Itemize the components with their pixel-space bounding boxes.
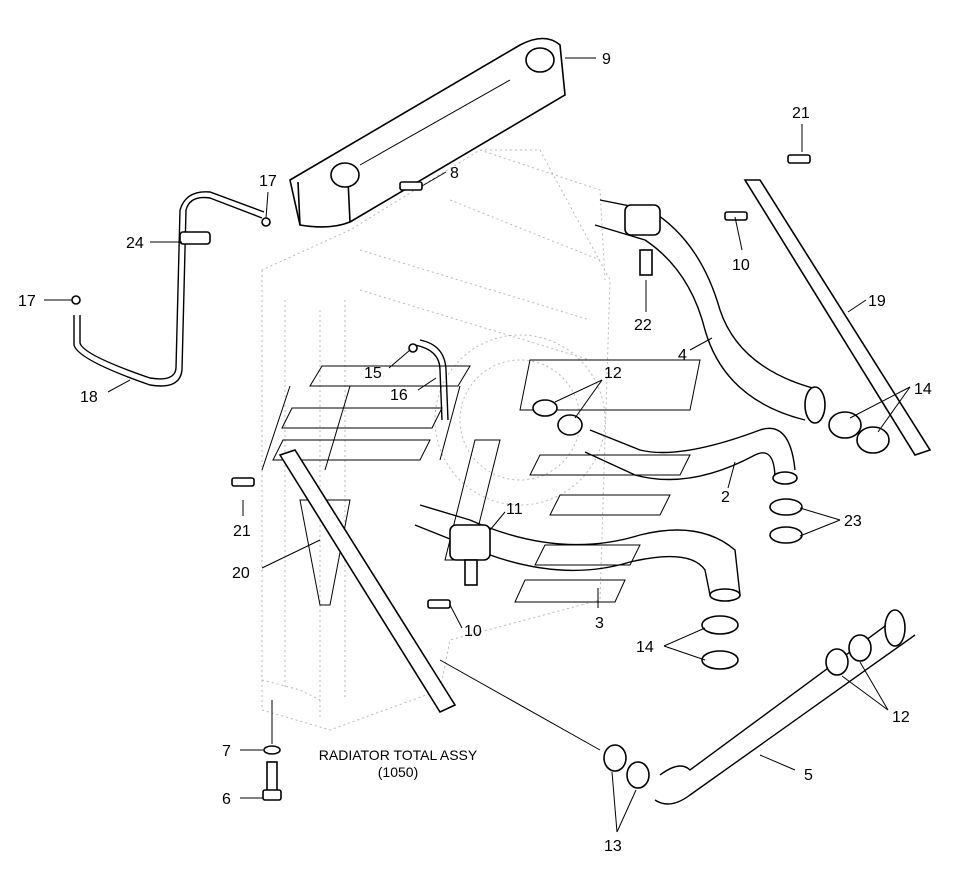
- callout-19: 19: [868, 293, 886, 310]
- callout-8: 8: [450, 165, 459, 182]
- bottom-hose: [654, 609, 916, 805]
- small-pipe: [73, 191, 265, 387]
- top-cover-bracket: [289, 37, 566, 228]
- caption-code: (1050): [378, 764, 418, 780]
- callout-12: 12: [892, 709, 910, 726]
- small-pipe-16: [408, 339, 449, 421]
- callout-6: 6: [222, 791, 231, 808]
- callout-9: 9: [602, 51, 611, 68]
- callout-7: 7: [222, 743, 231, 760]
- callout-11: 11: [506, 501, 523, 518]
- callout-15: 15: [364, 365, 382, 382]
- callout-17: 17: [18, 293, 36, 310]
- callout-5: 5: [804, 767, 813, 784]
- callout-22: 22: [634, 317, 652, 334]
- callout-21: 21: [792, 105, 810, 122]
- callout-4: 4: [678, 347, 687, 364]
- callout-21: 21: [233, 523, 251, 540]
- leader-lines: [44, 57, 911, 833]
- callout-13: 13: [604, 838, 622, 855]
- callout-23: 23: [844, 513, 862, 530]
- callout-20: 20: [232, 565, 250, 582]
- upper-hose: [594, 199, 826, 424]
- callout-24: 24: [126, 235, 144, 252]
- fasteners: [71, 154, 811, 801]
- stays: [278, 179, 932, 714]
- callout-16: 16: [390, 387, 408, 404]
- callout-10: 10: [732, 257, 750, 274]
- callout-12: 12: [604, 365, 622, 382]
- callout-18: 18: [80, 389, 98, 406]
- middle-hose: [584, 427, 798, 485]
- callout-10: 10: [464, 623, 482, 640]
- callout-labels: 9 21 8 17 10 24 17 19 22 4 12 15 16 18 1…: [18, 51, 932, 855]
- hose-clamps: [532, 399, 890, 789]
- callout-17: 17: [259, 173, 277, 190]
- callout-14: 14: [914, 381, 932, 398]
- assembly-caption: RADIATOR TOTAL ASSY (1050): [319, 747, 478, 780]
- lower-hose: [414, 504, 741, 602]
- caption-title: RADIATOR TOTAL ASSY: [319, 747, 478, 763]
- callout-14: 14: [636, 639, 654, 656]
- shroud-outline: [261, 359, 701, 606]
- callout-3: 3: [595, 615, 604, 632]
- callout-2: 2: [721, 489, 730, 506]
